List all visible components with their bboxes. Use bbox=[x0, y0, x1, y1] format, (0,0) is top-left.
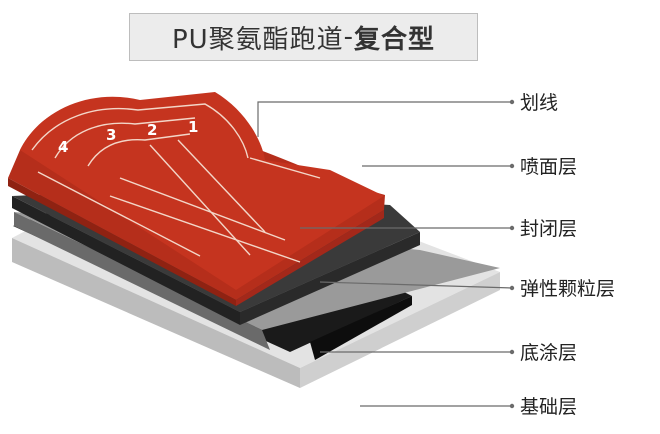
lane-number: 4 bbox=[58, 138, 68, 156]
layer-spray bbox=[8, 92, 385, 306]
label-elastic: 弹性颗粒层 bbox=[520, 278, 616, 300]
label-base: 基础层 bbox=[520, 396, 578, 418]
title-banner: PU聚氨酯跑道-复合型 bbox=[129, 13, 478, 61]
leader-lines bbox=[257, 101, 513, 407]
label-primer: 底涂层 bbox=[520, 342, 578, 364]
layer-marking bbox=[31, 103, 321, 263]
lane-number: 1 bbox=[188, 118, 198, 136]
label-spray: 喷面层 bbox=[520, 156, 578, 178]
label-sealing: 封闭层 bbox=[520, 218, 578, 240]
title-main: PU聚氨酯跑道 bbox=[171, 24, 344, 55]
leader-dots bbox=[509, 99, 515, 409]
lane-number: 3 bbox=[106, 126, 116, 144]
lane-numbers: 4 3 2 1 bbox=[58, 118, 198, 156]
title-type: 复合型 bbox=[354, 24, 436, 55]
label-marking: 划线 bbox=[520, 92, 559, 114]
lane-number: 2 bbox=[147, 121, 157, 139]
title-separator: - bbox=[343, 22, 355, 52]
